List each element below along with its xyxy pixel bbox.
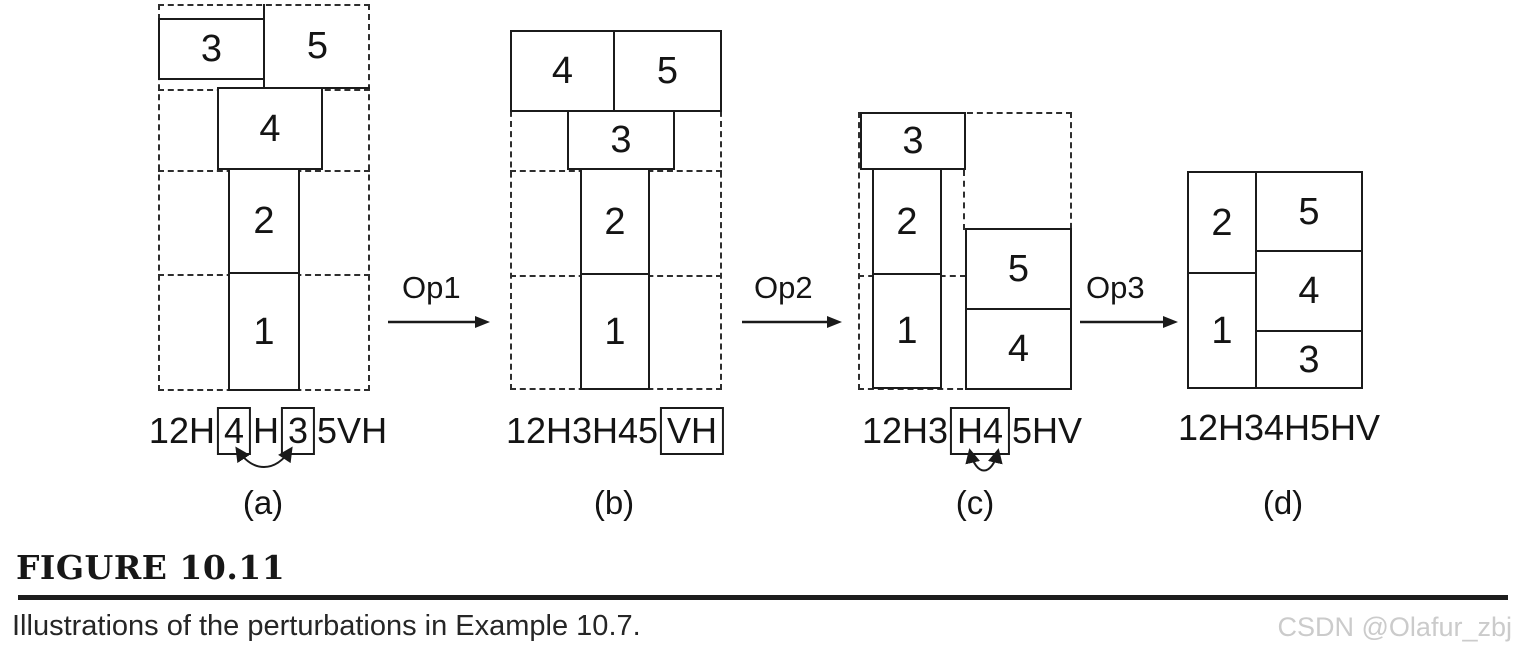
block-2: 2 bbox=[1187, 171, 1257, 274]
block-label: 3 bbox=[610, 119, 632, 161]
polish-expression-d: 12H34H5HV bbox=[1178, 407, 1380, 449]
block-label: 4 bbox=[1007, 328, 1030, 370]
block-5: 5 bbox=[1255, 171, 1363, 252]
block-label: 1 bbox=[896, 310, 918, 352]
block-label: 5 bbox=[306, 24, 329, 67]
block-3: 3 bbox=[860, 112, 966, 170]
expr-boxed-operand: 3 bbox=[281, 407, 316, 455]
block-label: 4 bbox=[1298, 270, 1320, 312]
block-3: 3 bbox=[567, 110, 675, 170]
block-4: 4 bbox=[217, 87, 323, 170]
block-5: 5 bbox=[965, 228, 1072, 310]
block-label: 5 bbox=[1007, 248, 1030, 290]
block-1: 1 bbox=[872, 273, 942, 389]
op1-label: Op1 bbox=[402, 270, 461, 305]
block-label: 3 bbox=[902, 120, 924, 162]
expr-boxed-operand: 4 bbox=[216, 407, 252, 455]
block-2: 2 bbox=[228, 168, 300, 274]
block-label: 3 bbox=[200, 28, 223, 70]
figure-title: FIGURE 10.11 bbox=[16, 548, 286, 587]
block-1: 1 bbox=[580, 273, 650, 390]
op3-arrow-icon bbox=[1080, 314, 1178, 330]
panel-label-d: (d) bbox=[1262, 484, 1304, 521]
block-label: 3 bbox=[1298, 338, 1320, 381]
block-label: 1 bbox=[604, 310, 626, 353]
block-4: 4 bbox=[510, 30, 615, 112]
block-4: 4 bbox=[965, 308, 1072, 390]
panel-label-c: (c) bbox=[955, 484, 995, 521]
block-label: 2 bbox=[604, 200, 626, 243]
swap-arrow-c-icon bbox=[962, 443, 1006, 477]
block-3: 3 bbox=[158, 18, 265, 80]
block-1: 1 bbox=[1187, 272, 1257, 389]
panel-label-a: (a) bbox=[242, 484, 284, 521]
expr-text: 5VH bbox=[317, 410, 388, 451]
block-label: 2 bbox=[1211, 201, 1233, 244]
block-5: 5 bbox=[263, 4, 370, 89]
figure-rule bbox=[18, 595, 1508, 600]
expr-boxed-operator: VH bbox=[660, 407, 725, 455]
block-4: 4 bbox=[1255, 250, 1363, 332]
block-label: 1 bbox=[253, 310, 275, 353]
figure-caption: Illustrations of the perturbations in Ex… bbox=[12, 610, 641, 642]
block-label: 5 bbox=[1298, 190, 1320, 233]
block-3: 3 bbox=[1255, 330, 1363, 389]
swap-arrow-a-icon bbox=[229, 441, 299, 473]
panel-label-b: (b) bbox=[593, 484, 635, 521]
op1-arrow-icon bbox=[388, 314, 490, 330]
block-5: 5 bbox=[613, 30, 722, 112]
expr-text: 12H3H45 bbox=[505, 410, 659, 451]
block-2: 2 bbox=[580, 168, 650, 275]
block-label: 1 bbox=[1211, 309, 1233, 352]
expr-text: 5HV bbox=[1012, 410, 1083, 451]
block-label: 4 bbox=[259, 107, 281, 150]
block-label: 5 bbox=[656, 50, 679, 92]
block-label: 4 bbox=[551, 50, 574, 92]
expr-text: 12H bbox=[148, 410, 215, 451]
block-label: 2 bbox=[896, 200, 918, 243]
op2-label: Op2 bbox=[754, 270, 813, 305]
watermark: CSDN @Olafur_zbj bbox=[1277, 612, 1512, 642]
op3-label: Op3 bbox=[1086, 270, 1145, 305]
panel-c-dash-line bbox=[963, 170, 965, 230]
expr-text: 12H34H5HV bbox=[1177, 407, 1381, 448]
expr-text: 12H3 bbox=[861, 410, 948, 451]
block-2: 2 bbox=[872, 168, 942, 275]
expr-text: H bbox=[253, 410, 280, 451]
op2-arrow-icon bbox=[742, 314, 842, 330]
block-label: 2 bbox=[253, 200, 275, 242]
block-1: 1 bbox=[228, 272, 300, 391]
